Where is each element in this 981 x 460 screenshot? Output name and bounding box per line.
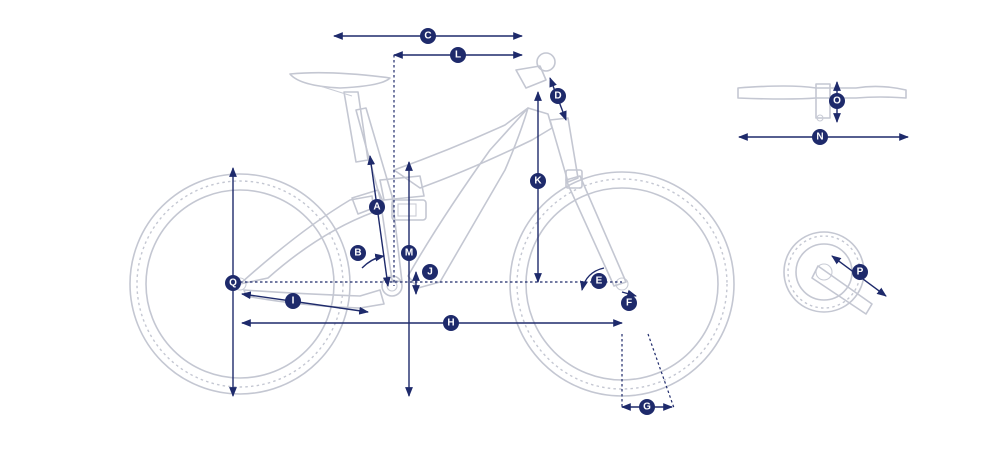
stem <box>515 52 556 89</box>
svg-text:N: N <box>816 132 823 143</box>
svg-text:E: E <box>596 276 603 287</box>
marker-h: H <box>443 315 459 331</box>
svg-text:G: G <box>643 402 651 413</box>
marker-n: N <box>812 129 828 145</box>
svg-text:L: L <box>455 50 461 61</box>
svg-text:P: P <box>857 267 864 278</box>
bike-outline <box>129 52 735 397</box>
svg-text:F: F <box>626 298 632 309</box>
svg-text:K: K <box>534 176 542 187</box>
marker-k: K <box>530 173 546 189</box>
marker-i: I <box>285 293 301 309</box>
crankset-inset <box>783 231 887 315</box>
svg-text:H: H <box>447 318 454 329</box>
marker-d: D <box>550 88 566 104</box>
svg-text:D: D <box>554 91 561 102</box>
svg-text:I: I <box>292 296 295 307</box>
svg-text:O: O <box>833 96 841 107</box>
handlebar-inset <box>737 81 909 141</box>
marker-o: O <box>829 93 845 109</box>
trail-dashed-guide-b <box>647 333 675 409</box>
marker-j: J <box>422 264 438 280</box>
rear-wheel <box>129 173 351 395</box>
marker-e: E <box>591 273 607 289</box>
svg-text:Q: Q <box>229 278 237 289</box>
marker-c: C <box>420 28 436 44</box>
marker-p: P <box>852 264 868 280</box>
saddle <box>289 71 391 97</box>
dimension-a-line <box>367 155 391 287</box>
dimension-e-arc <box>580 267 605 291</box>
marker-l: L <box>450 47 466 63</box>
frame <box>239 91 553 309</box>
dimension-f-line <box>621 289 637 298</box>
marker-f: F <box>621 295 637 311</box>
svg-text:B: B <box>354 248 361 259</box>
fork <box>549 117 627 287</box>
marker-a: A <box>369 199 385 215</box>
marker-m: M <box>401 245 417 261</box>
svg-text:C: C <box>424 31 431 42</box>
dimension-lines <box>229 32 675 411</box>
dimension-b-arc <box>361 253 385 269</box>
svg-text:A: A <box>373 202 380 213</box>
marker-q: Q <box>225 275 241 291</box>
svg-text:J: J <box>427 267 433 278</box>
marker-b: B <box>350 245 366 261</box>
marker-g: G <box>639 399 655 415</box>
svg-text:M: M <box>405 248 413 259</box>
dimension-i-line <box>241 291 369 315</box>
dimension-markers: C L D K A B M J Q I H E F G O N P <box>225 28 868 415</box>
